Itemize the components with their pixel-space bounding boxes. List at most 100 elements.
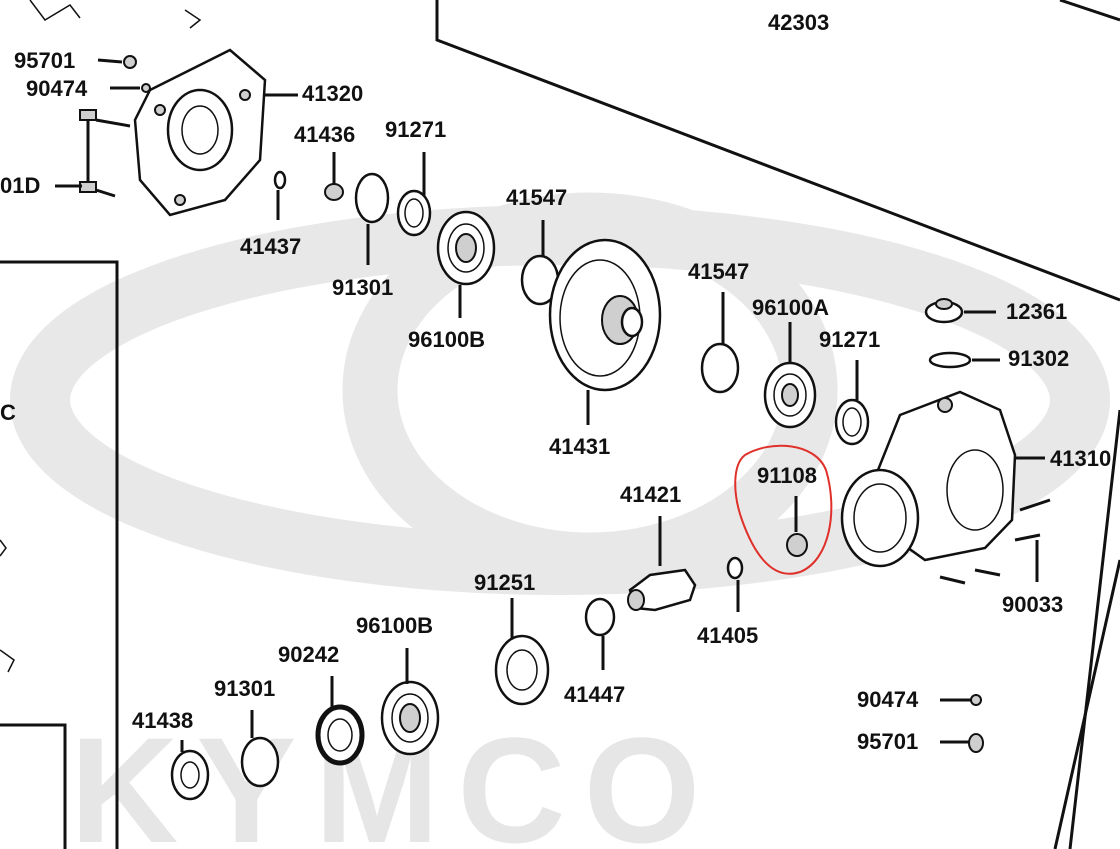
shim-41547-b <box>700 342 740 394</box>
bolts-91401d <box>55 109 131 198</box>
label-90474-top: 90474 <box>26 76 88 101</box>
label-91302: 91302 <box>1008 346 1069 371</box>
part-41320-cover <box>133 48 298 217</box>
fragment-part <box>29 0 81 21</box>
label-90242: 90242 <box>278 642 339 667</box>
housing-fill-port <box>937 397 953 413</box>
label-41421: 41421 <box>620 482 681 507</box>
label-91108: 91108 <box>757 463 817 488</box>
screw-95701-top <box>123 55 137 69</box>
parts-90474-95701-bottom <box>940 694 984 753</box>
gear-41431-bore <box>620 306 644 338</box>
cover-bore <box>166 88 234 172</box>
label-41310: 41310 <box>1050 446 1111 471</box>
label-41438: 41438 <box>132 708 193 733</box>
housing-bore <box>946 449 1004 531</box>
bearing-96100b-top-inner <box>455 233 477 263</box>
label-41437: 41437 <box>240 234 301 259</box>
part-41310-housing <box>840 390 1045 568</box>
fragment-clip <box>184 9 202 29</box>
cap-12361-top <box>935 298 953 310</box>
shim-41447 <box>584 597 616 637</box>
label-12361: 12361 <box>1006 299 1067 324</box>
left-fragment-1 <box>0 539 7 557</box>
label-95701-top: 95701 <box>14 48 75 73</box>
ring-41405 <box>726 556 744 580</box>
left-edge-fragments <box>0 539 15 673</box>
cover-bolt-hole-3 <box>174 194 186 206</box>
label-96100b-top: 96100B <box>408 327 485 352</box>
label-91301-bottom: 91301 <box>214 676 275 701</box>
seal-91271-top-inner <box>404 198 424 228</box>
label-41405: 41405 <box>697 623 758 648</box>
seal-90242-inner <box>327 718 353 752</box>
ring-41437 <box>273 170 287 190</box>
stud-1 <box>1019 498 1051 512</box>
part-91301-top <box>354 172 390 265</box>
label-91251: 91251 <box>474 570 535 595</box>
seal-90242 <box>315 704 365 766</box>
part-96100a <box>763 322 817 429</box>
seal-91251-inner <box>506 649 538 691</box>
ring-91302 <box>928 351 972 369</box>
part-91251 <box>494 598 550 706</box>
parts-95701-90474-top <box>97 55 151 93</box>
cover-bore-inner <box>181 105 219 155</box>
bearing-96100b-bottom-race <box>391 693 429 743</box>
label-96100a: 96100A <box>752 295 829 320</box>
part-91108 <box>734 444 833 575</box>
seal-91271-right-inner <box>842 407 862 437</box>
label-90033: 90033 <box>1002 592 1063 617</box>
label-41547-a: 41547 <box>506 185 567 210</box>
part-41438 <box>170 740 210 801</box>
part-41431-ring-gear <box>548 238 662 425</box>
seal-91271-top <box>396 189 432 237</box>
part-labels: 42303 95701 90474 41320 41436 91271 01D … <box>0 10 1111 754</box>
part-91271-top <box>396 152 432 237</box>
bolt-bottom-shaft <box>95 188 116 198</box>
bearing-96100b-bottom-inner <box>399 703 421 733</box>
shim-41438 <box>170 749 210 801</box>
label-96100b-bottom: 96100B <box>356 613 433 638</box>
label-95701-bottom: 95701 <box>857 729 918 754</box>
label-41431: 41431 <box>549 434 610 459</box>
label-left-c: C <box>0 400 16 425</box>
part-96100b-top <box>436 210 496 318</box>
label-41547-b: 41547 <box>688 259 749 284</box>
parts-12361-91302 <box>924 298 1000 369</box>
label-91271-right: 91271 <box>819 327 880 352</box>
washer-90474-top <box>141 83 151 93</box>
part-90242 <box>315 676 365 766</box>
seal-91271-right <box>834 398 870 446</box>
cover-bolt-hole-2 <box>239 89 251 101</box>
part-91271-right <box>834 360 870 446</box>
top-left-fragment <box>29 0 202 29</box>
frame-top-corner <box>1059 0 1120 22</box>
oring-91301-top <box>354 172 390 224</box>
plug-41436 <box>324 183 344 201</box>
part-96100b-bottom <box>380 648 440 756</box>
part-91301-bottom <box>240 710 280 788</box>
bolt-head-bottom <box>79 181 97 193</box>
frame-right-edge-2 <box>1053 559 1120 849</box>
stud-3 <box>974 568 1001 577</box>
label-42303: 42303 <box>768 10 829 35</box>
part-41547-b <box>700 292 740 394</box>
frame-top-right <box>435 0 1120 302</box>
bearing-96100a-inner <box>781 383 799 407</box>
leader-95701-top <box>97 58 123 64</box>
bearing-96100b-top-race <box>447 223 485 273</box>
bolt-head-top <box>79 109 97 121</box>
part-90033-studs <box>939 498 1051 585</box>
frame-right-edge <box>1068 409 1120 849</box>
label-91271-top: 91271 <box>385 117 446 142</box>
part-41405 <box>726 556 744 612</box>
screw-95701-bottom <box>968 733 984 753</box>
left-fragment-2 <box>0 649 15 673</box>
label-41436: 41436 <box>294 122 355 147</box>
plug-91108 <box>786 533 808 557</box>
label-91301-top: 91301 <box>332 275 393 300</box>
